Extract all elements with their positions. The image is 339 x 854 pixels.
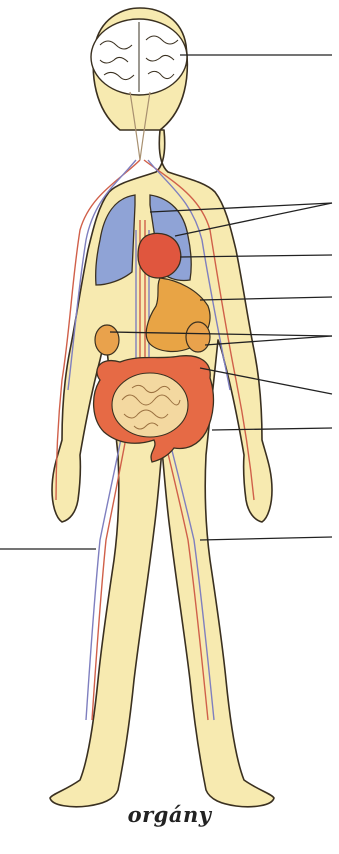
label-line-large-intestine [200,368,332,394]
small-intestine-icon [112,373,188,437]
label-line-artery-right [200,537,332,540]
heart-icon [138,233,181,278]
caption: orgány [0,802,339,827]
label-line-small-intestine [212,428,332,430]
